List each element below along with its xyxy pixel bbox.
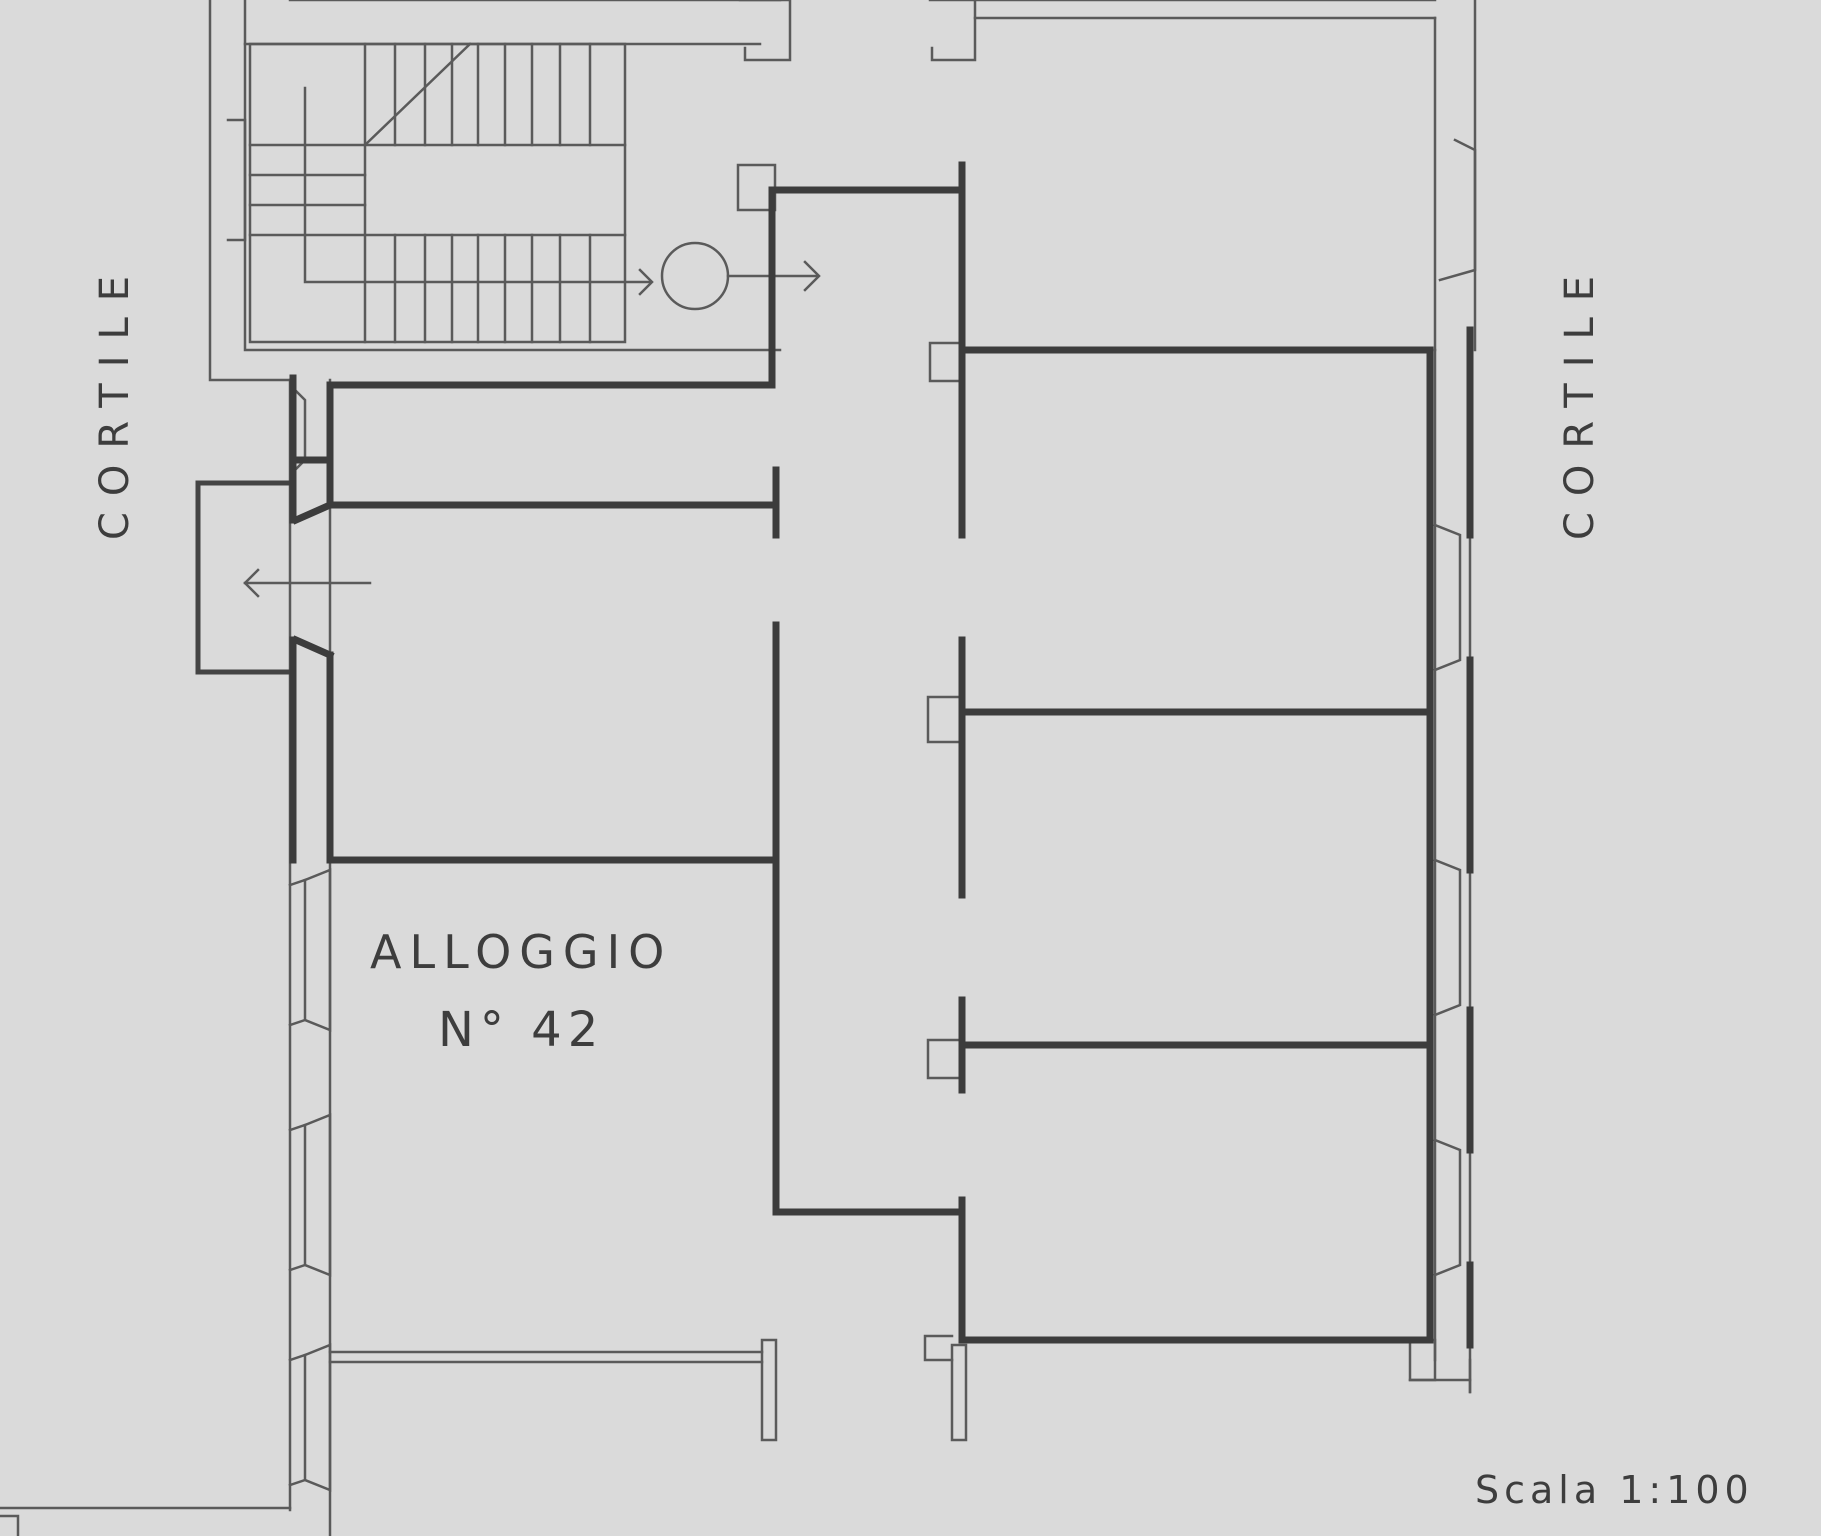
- right-windows: [1433, 523, 1462, 1277]
- lower-partial-walls: [328, 1334, 1472, 1442]
- facade-lines: [0, 328, 1472, 1536]
- scale-label: Scala 1:100: [1475, 1468, 1754, 1512]
- apartment-walls: [289, 161, 1474, 1349]
- unit-name-label: ALLOGGIO: [370, 925, 673, 979]
- courtyard-label-right: CORTILE: [1557, 259, 1603, 540]
- unit-number-label: N° 42: [438, 1002, 605, 1058]
- upper-right-walls: [973, 0, 1477, 352]
- stairwell: [208, 0, 977, 382]
- left-balcony: [195, 480, 372, 675]
- courtyard-label-left: CORTILE: [92, 259, 138, 540]
- left-windows: [288, 388, 332, 1492]
- stair-treads-upper: [393, 42, 592, 147]
- corridor-piers: [926, 341, 964, 1080]
- stair-treads-lower: [393, 233, 592, 344]
